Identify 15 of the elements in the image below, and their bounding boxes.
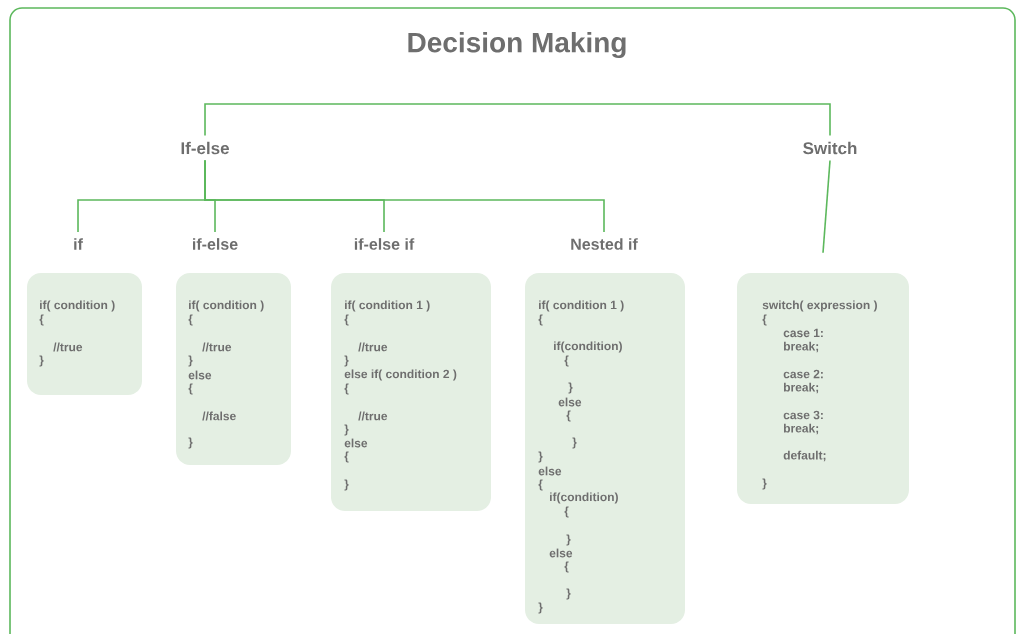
branch-label: if [74, 238, 83, 250]
branch-label: Switch [803, 141, 857, 155]
code-box: if( condition ) { //true } [27, 273, 142, 395]
connector-line [822, 159, 831, 254]
title: Decision Making [408, 31, 626, 59]
branch-label: if-else [193, 238, 238, 250]
branch-label: If-else [181, 141, 229, 155]
code-box: switch( expression ) { case 1: break; case 2: break; case 3: break; default; } [737, 273, 909, 504]
connector-line [204, 103, 831, 137]
branch-label: Nested if [571, 238, 638, 250]
code-box: if( condition ) { //true } else { //false } [176, 273, 291, 465]
code-box: if( condition 1 ) { if(condition) { } else { } } else { if(condition) { } else { } } [525, 273, 685, 624]
code-box: if( condition 1 ) { //true } else if( condition 2 ) { //true } else { } [331, 273, 491, 511]
branch-label: if-else if [354, 238, 415, 250]
connector-line [204, 159, 605, 233]
